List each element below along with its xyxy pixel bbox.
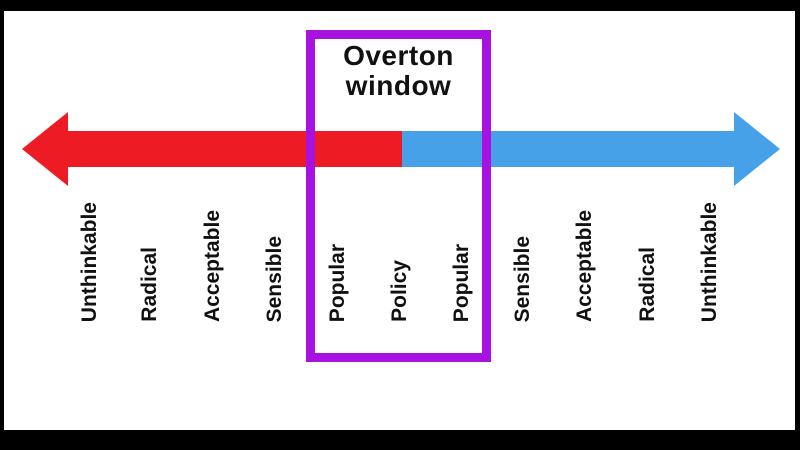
label-radical-left: Radical [138, 247, 161, 322]
label-sensible-right: Sensible [511, 235, 534, 322]
overton-window-box [306, 30, 491, 362]
left-arrow [22, 112, 402, 186]
label-popular-left: Popular [326, 243, 349, 322]
label-unthinkable-right: Unthinkable [698, 201, 721, 322]
label-acceptable-right: Acceptable [573, 209, 596, 322]
diagram-title: Overton window [343, 40, 454, 101]
label-acceptable-left: Acceptable [201, 209, 224, 322]
label-radical-right: Radical [636, 247, 659, 322]
label-unthinkable-left: Unthinkable [78, 201, 101, 322]
label-sensible-left: Sensible [263, 235, 286, 322]
label-policy: Policy [388, 260, 411, 322]
right-arrow [402, 112, 780, 186]
label-popular-right: Popular [450, 243, 473, 322]
